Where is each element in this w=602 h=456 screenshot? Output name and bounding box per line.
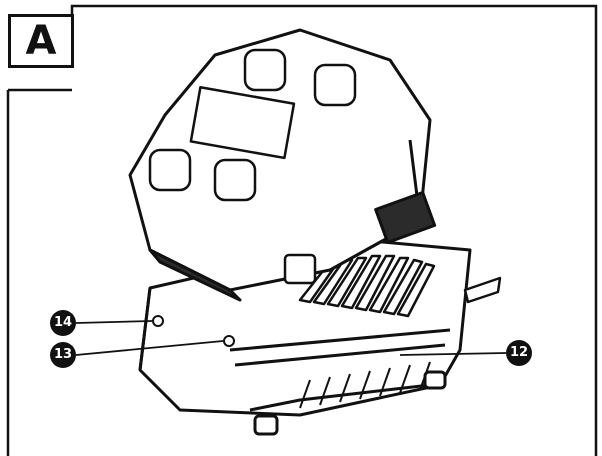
frame: [6, 4, 598, 456]
callout-12: 12: [506, 340, 532, 366]
panel-label: A: [8, 14, 74, 68]
charger-base: [138, 238, 502, 436]
callout-13: 13: [50, 342, 76, 368]
battery-pack: [128, 28, 437, 302]
callout-14: 14: [50, 310, 76, 336]
leader-lines: [75, 320, 507, 356]
